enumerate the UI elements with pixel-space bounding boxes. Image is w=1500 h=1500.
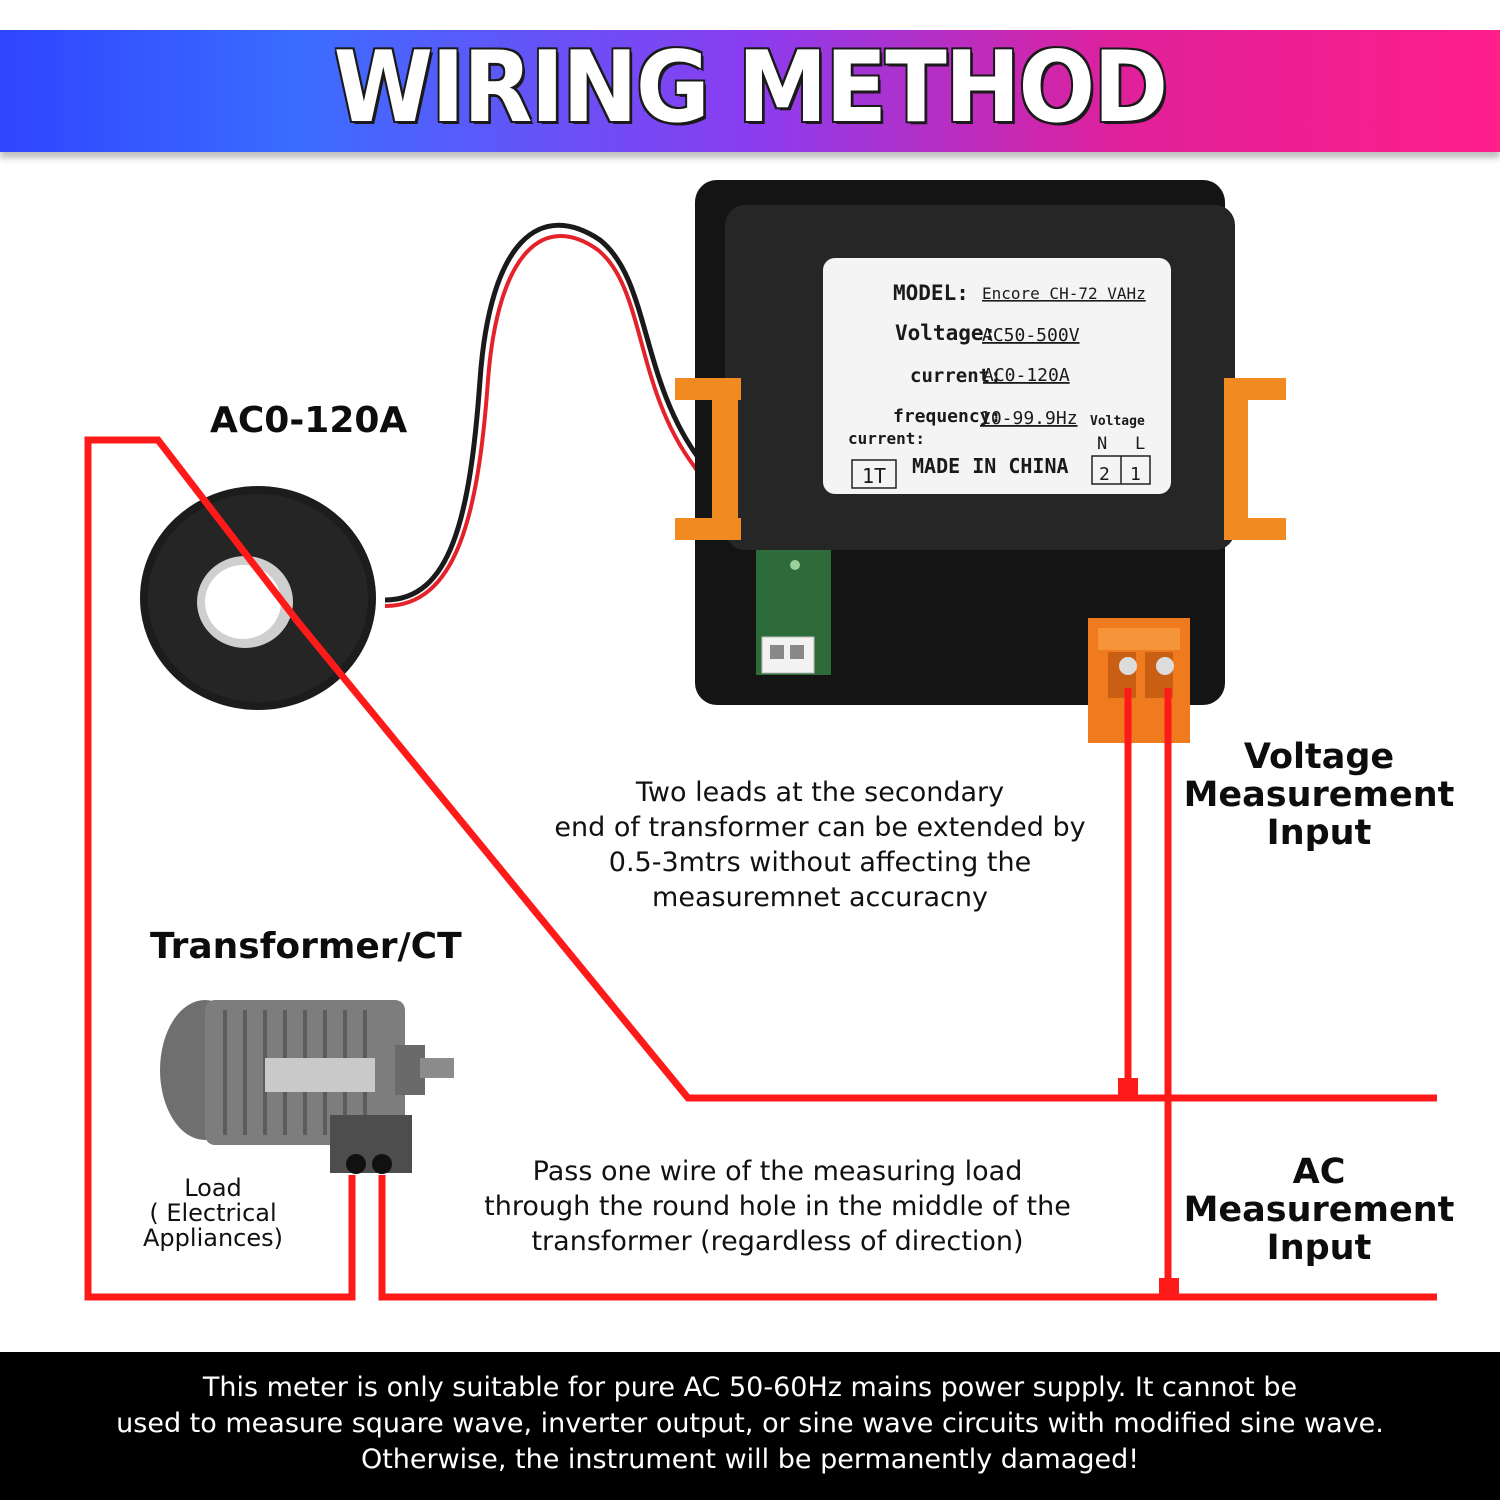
current-value: AC0-120A [983,365,1070,386]
ac-input-label: AC Measurement Input [1180,1153,1458,1267]
wiring [84,436,1437,1301]
voltage-label: Voltage: [895,321,996,345]
ac-input-line: Measurement [1183,1190,1455,1230]
load-label-line-1: Load [184,1174,242,1202]
load-label-line-2: ( Electrical [149,1199,277,1227]
load-label: Load ( Electrical Appliances) [118,1176,308,1251]
voltage-input-line: Voltage [1243,737,1395,777]
terminal-n-label: N [1097,434,1107,454]
note-line: 0.5-3mtrs without affecting the [608,847,1032,878]
voltage-terminal-block [1088,618,1190,743]
made-in-label: MADE IN CHINA [912,454,1069,478]
note-line: end of transformer can be extended by [554,812,1086,843]
terminal-2-label: 2 [1099,464,1110,485]
ac-input-line: AC [1292,1152,1346,1192]
frequency-value: 10-99.9Hz [980,408,1078,429]
terminal-l-label: L [1135,434,1145,454]
note-line: Pass one wire of the measuring load [532,1156,1023,1187]
turns-label: 1T [862,464,886,488]
voltage-input-label: Voltage Measurement Input [1180,738,1458,852]
warning-footer: This meter is only suitable for pure AC … [0,1352,1500,1500]
current-transformer [140,486,376,710]
model-label: MODEL: [893,281,969,305]
voltage-terminal-label: Voltage [1090,414,1145,429]
voltage-input-line: Measurement [1183,775,1455,815]
note-line: measuremnet accuracny [652,882,988,913]
model-value: Encore CH-72 VAHz [982,284,1146,303]
title-banner [0,30,1500,152]
warning-line: used to measure square wave, inverter ou… [116,1408,1384,1439]
page-title: WIRING METHOD [333,31,1168,145]
voltage-input-line: Input [1266,813,1372,853]
nameplate: MODEL: Encore CH-72 VAHz Voltage: AC50-5… [823,258,1171,494]
wire-load-return [378,1175,1437,1301]
voltage-value: AC50-500V [982,325,1080,346]
warning-text: This meter is only suitable for pure AC … [20,1370,1480,1478]
note-line: Two leads at the secondary [635,777,1005,808]
pass-wire-note: Pass one wire of the measuring load thro… [440,1154,1115,1259]
warning-line: This meter is only suitable for pure AC … [202,1372,1298,1403]
ac-input-line: Input [1266,1228,1372,1268]
ct-rating-label: AC0-120A [210,400,408,441]
transformer-label: Transformer/CT [150,926,462,967]
motor-load [160,1000,454,1174]
note-line: through the round hole in the middle of … [484,1191,1071,1222]
wire-loop-through-ct [84,436,1437,1301]
secondary-leads-note: Two leads at the secondary end of transf… [515,775,1125,915]
note-line: transformer (regardless of direction) [531,1226,1024,1257]
current-label: current: [910,365,1002,387]
terminal-1-label: 1 [1130,464,1141,485]
frequency-label: frequency: [893,406,1001,427]
warning-line: Otherwise, the instrument will be perman… [360,1444,1140,1475]
current-side-label: current: [848,429,925,448]
load-label-line-3: Appliances) [143,1224,283,1252]
